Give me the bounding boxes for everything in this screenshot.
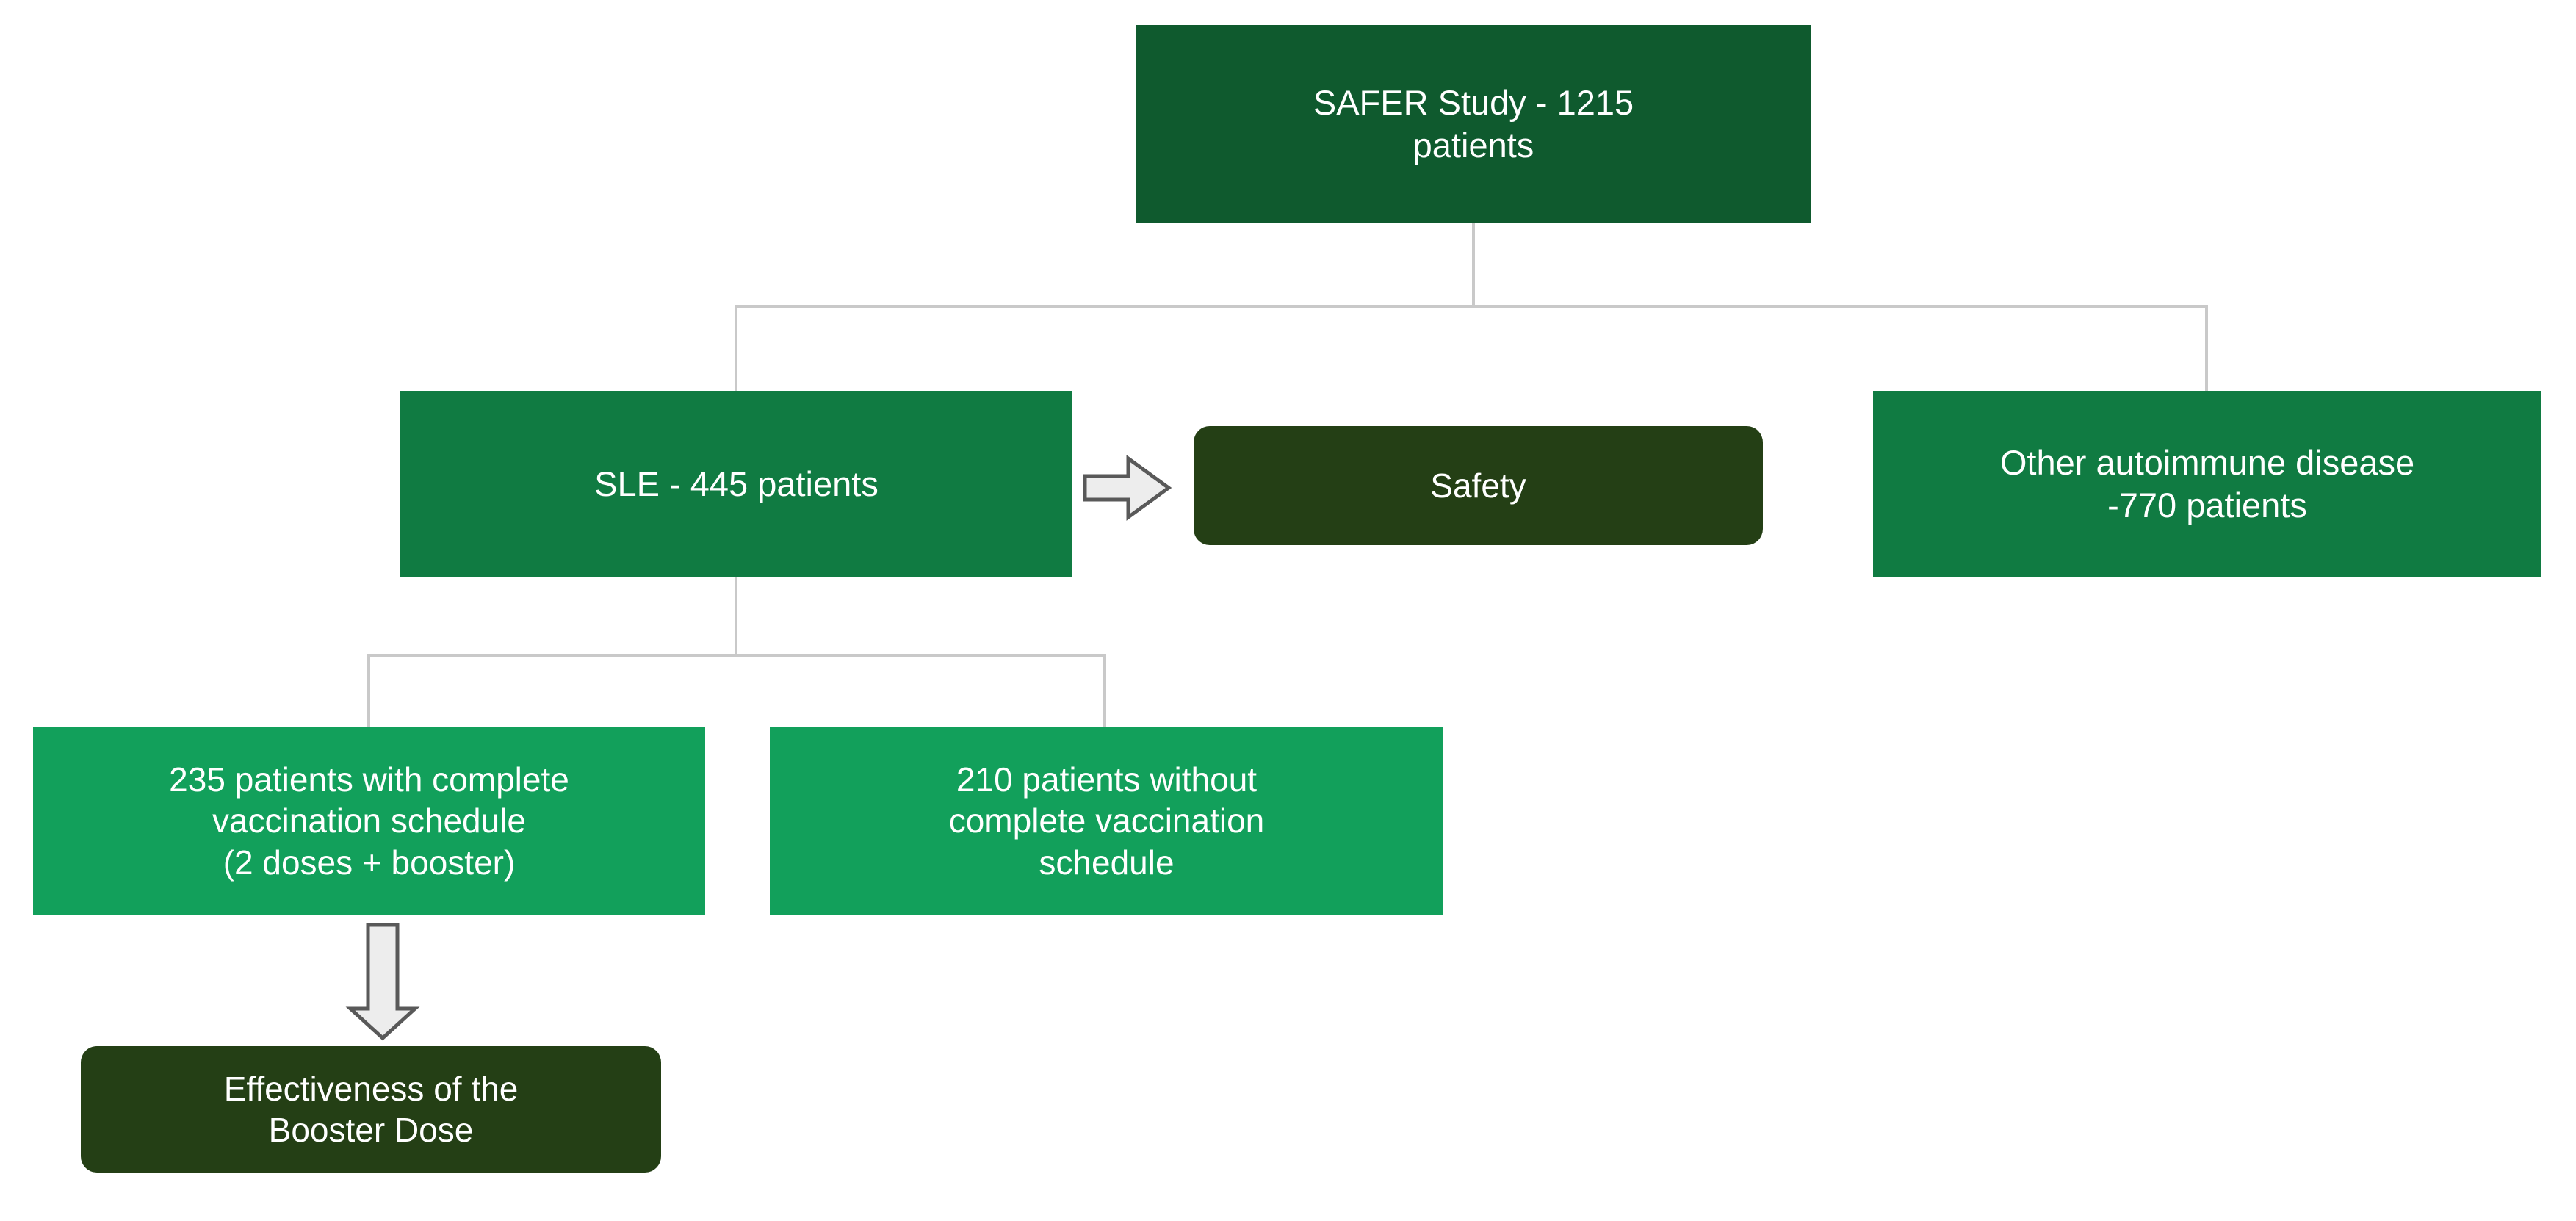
node-booster-effectiveness-label: Effectiveness of the Booster Dose bbox=[223, 1069, 519, 1149]
connector-sle-to-incomplete bbox=[1103, 654, 1106, 729]
node-incomplete-vaccination-label: 210 patients without complete vaccinatio… bbox=[948, 760, 1265, 882]
connector-sle-stem bbox=[735, 577, 737, 655]
connector-root-to-sle bbox=[735, 305, 737, 392]
node-incomplete-vaccination-schedule[interactable]: 210 patients without complete vaccinatio… bbox=[770, 727, 1443, 915]
connector-sle-to-complete bbox=[367, 654, 370, 729]
node-safer-study-label: SAFER Study - 1215 patients bbox=[1313, 83, 1634, 165]
right-arrow-icon bbox=[1083, 455, 1172, 521]
node-other-autoimmune-label: Other autoimmune disease -770 patients bbox=[1999, 443, 2415, 525]
node-safety-outcome[interactable]: Safety bbox=[1194, 426, 1763, 545]
node-safety-label: Safety bbox=[1430, 466, 1526, 505]
connector-root-crossbar bbox=[735, 305, 2208, 308]
connector-sle-crossbar bbox=[367, 654, 1106, 657]
arrow-right-sle-to-safety bbox=[1083, 455, 1172, 521]
node-sle-label: SLE - 445 patients bbox=[594, 464, 878, 503]
node-complete-vaccination-label: 235 patients with complete vaccination s… bbox=[169, 760, 569, 882]
node-sle-cohort[interactable]: SLE - 445 patients bbox=[400, 391, 1072, 577]
down-arrow-icon bbox=[345, 923, 420, 1041]
connector-root-to-other bbox=[2205, 305, 2208, 392]
node-booster-effectiveness-outcome[interactable]: Effectiveness of the Booster Dose bbox=[81, 1046, 661, 1173]
node-other-autoimmune-cohort[interactable]: Other autoimmune disease -770 patients bbox=[1873, 391, 2541, 577]
node-complete-vaccination-schedule[interactable]: 235 patients with complete vaccination s… bbox=[33, 727, 705, 915]
arrow-down-complete-to-effectiveness bbox=[345, 923, 420, 1041]
connector-root-stem bbox=[1472, 223, 1475, 306]
node-safer-study-root[interactable]: SAFER Study - 1215 patients bbox=[1136, 25, 1811, 223]
